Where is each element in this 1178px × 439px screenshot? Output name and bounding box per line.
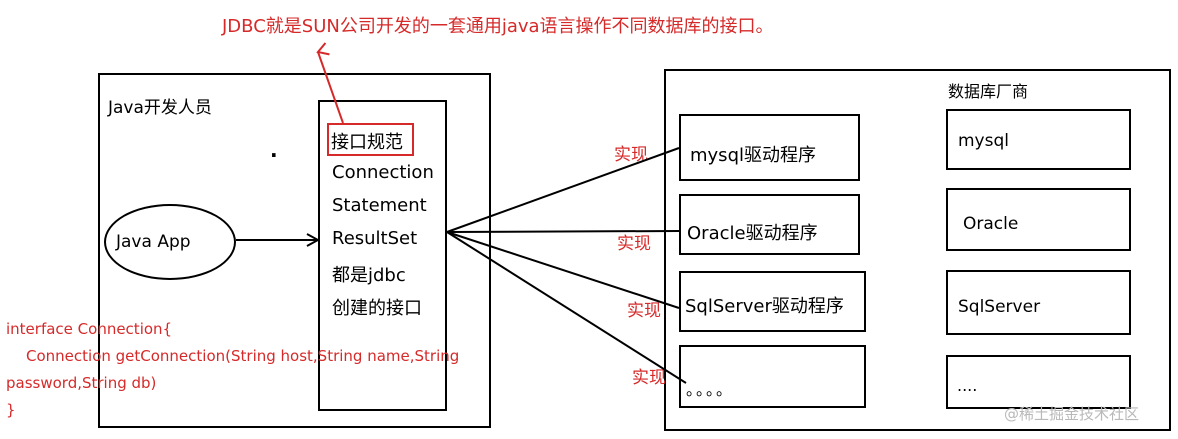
interface-spec-highlight	[327, 123, 414, 156]
interface-item-jdbc: 都是jdbc	[332, 265, 406, 286]
code-line-3: password,String db)	[6, 374, 157, 392]
driver-label-mysql: mysql驱动程序	[690, 145, 816, 166]
interface-item-created: 创建的接口	[332, 298, 422, 319]
interface-item-resultset: ResultSet	[332, 228, 418, 249]
interface-item-statement: Statement	[332, 195, 427, 216]
driver-box-oracle	[679, 194, 860, 255]
driver-box-more	[679, 345, 866, 408]
definition-arrow	[316, 42, 344, 124]
database-label-oracle: Oracle	[963, 214, 1019, 234]
driver-label-more: 。。。。	[686, 380, 735, 399]
implement-label-2: 实现	[617, 234, 651, 254]
implement-label-1: 实现	[614, 145, 648, 165]
interface-spec-box	[318, 100, 447, 411]
code-line-4: }	[6, 401, 16, 419]
link-mysql-driver	[446, 147, 680, 233]
implement-label-3: 实现	[627, 301, 661, 321]
interface-spec-title: 接口规范	[331, 132, 403, 153]
jdbc-definition-note: JDBC就是SUN公司开发的一套通用java语言操作不同数据库的接口。	[222, 16, 774, 37]
database-vendor-label: 数据库厂商	[948, 82, 1029, 101]
link-oracle-driver	[446, 230, 680, 233]
stray-dot: .	[270, 138, 278, 162]
interface-item-connection: Connection	[332, 162, 434, 183]
database-label-more: ....	[957, 376, 978, 395]
driver-label-sqlserver: SqlServer驱动程序	[685, 296, 844, 317]
driver-label-oracle: Oracle驱动程序	[687, 223, 818, 244]
driver-box-mysql	[679, 114, 860, 181]
database-label-mysql: mysql	[958, 131, 1009, 151]
database-box-mysql	[946, 109, 1131, 170]
java-app-label: Java App	[116, 232, 191, 252]
link-more-driver	[446, 231, 687, 384]
driver-box-sqlserver	[679, 271, 866, 332]
database-vendor-box	[664, 69, 1171, 431]
java-app-ellipse	[104, 204, 236, 280]
link-sqlserver-driver	[446, 231, 680, 309]
code-line-2: Connection getConnection(String host,Str…	[26, 347, 460, 365]
code-line-1: interface Connection{	[6, 320, 173, 338]
watermark: @稀土掘金技术社区	[1004, 405, 1140, 423]
database-label-sqlserver: SqlServer	[958, 297, 1041, 317]
database-box-oracle	[946, 188, 1131, 251]
java-developer-label: Java开发人员	[108, 98, 212, 118]
java-developer-box	[98, 73, 491, 428]
database-box-more	[946, 355, 1131, 409]
database-box-sqlserver	[946, 270, 1131, 335]
implement-label-4: 实现	[632, 368, 666, 388]
